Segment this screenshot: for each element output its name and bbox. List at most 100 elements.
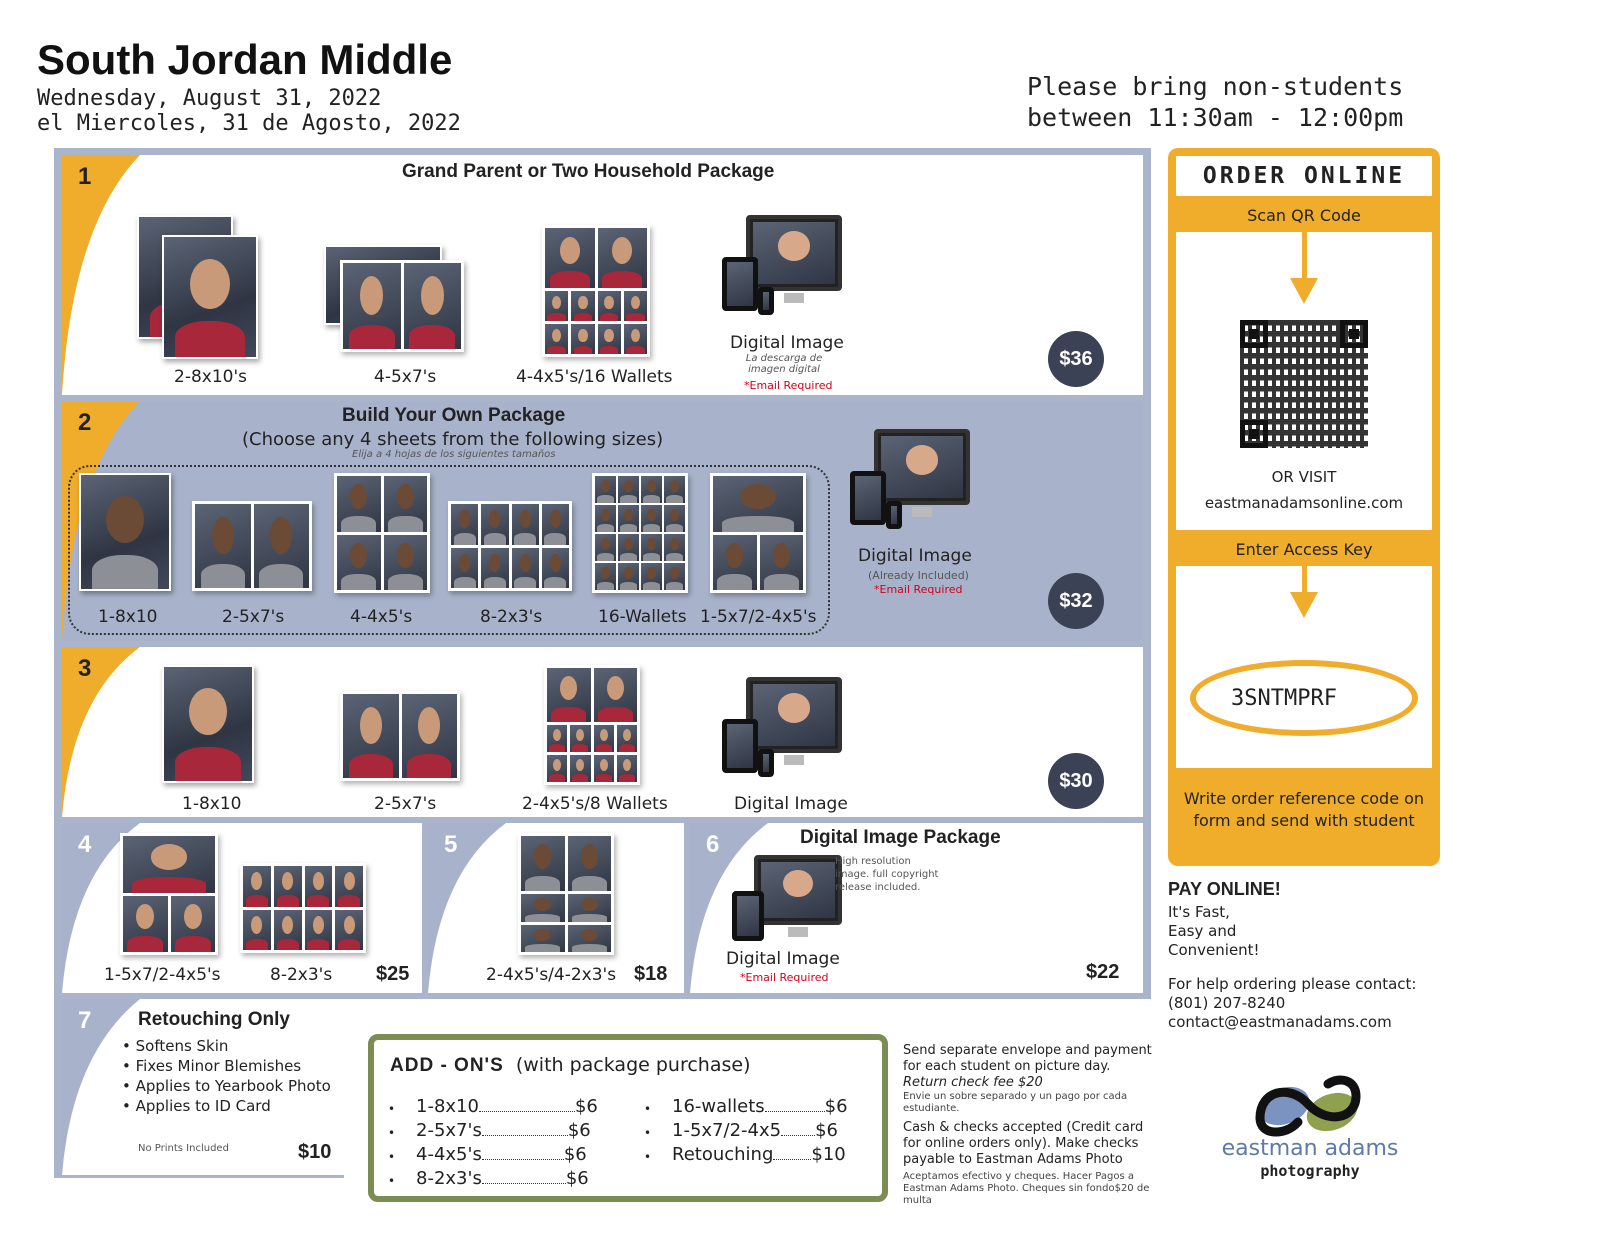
package-6-number: 6 (706, 831, 720, 858)
choice-4x5-photo (334, 473, 430, 593)
package-1-wedge (62, 155, 140, 395)
package-6-wedge (690, 823, 768, 993)
pay-online-line-1: It's Fast, (1168, 903, 1230, 921)
access-key-oval: 3SNTMPRF (1190, 660, 1418, 736)
package-5-item-1: 2-4x5's/4-2x3's (486, 965, 617, 985)
build-your-own-choices (68, 465, 830, 635)
package-2-subtitle: (Choose any 4 sheets from the following … (242, 429, 664, 450)
choice-item-1: 1-8x10 (98, 607, 158, 627)
package-6-digital-label: Digital Image (726, 949, 840, 969)
choice-item-4: 8-2x3's (480, 607, 543, 627)
pay-online-line-2: Easy and (1168, 922, 1237, 940)
addons-title: ADD - ON'S (with package purchase) (390, 1054, 751, 1076)
package-5-wedge (428, 823, 506, 993)
logo-mark-icon (1255, 1075, 1361, 1137)
photo-8x10 (162, 665, 254, 783)
package-3-price: $30 (1048, 753, 1104, 809)
down-arrow-icon (1302, 566, 1307, 596)
retouch-bullet-1: • Softens Skin (122, 1037, 229, 1055)
photo-2x3-sheet (240, 863, 366, 953)
package-4: 4 1-5x7/2-4x5's 8-2x3's $25 (62, 823, 422, 993)
package-5-price: $18 (634, 963, 668, 985)
package-1-item-4: Digital Image (730, 333, 844, 353)
write-code-instructions: Write order reference code on form and s… (1183, 789, 1425, 830)
package-5-number: 5 (444, 831, 458, 858)
order-online-box: ORDER ONLINE Scan QR Code OR VISIT eastm… (1168, 148, 1440, 866)
help-email[interactable]: contact@eastmanadams.com (1168, 1013, 1392, 1031)
website-link[interactable]: eastmanadamsonline.com (1204, 494, 1404, 512)
digital-devices-icon (732, 855, 842, 945)
package-1: 1 Grand Parent or Two Household Package … (62, 155, 1143, 395)
package-7-wedge (62, 999, 140, 1175)
retouch-bullet-2: • Fixes Minor Blemishes (122, 1057, 302, 1075)
package-7-price: $10 (298, 1141, 332, 1163)
package-2-wedge (62, 401, 140, 641)
addon-left-3: 4-4x5's$6 (416, 1144, 587, 1165)
package-2-email-required: *Email Required (874, 583, 963, 596)
package-3-item-3: 2-4x5's/8 Wallets (522, 794, 668, 814)
logo-sub: photography (1260, 1162, 1360, 1180)
package-2: 2 Build Your Own Package (Choose any 4 s… (62, 401, 1143, 641)
package-1-number: 1 (78, 163, 92, 190)
package-2-digital-sub: (Already Included) (868, 569, 969, 582)
help-phone[interactable]: (801) 207-8240 (1168, 994, 1286, 1012)
choice-combo-photo (710, 473, 806, 593)
package-4-price: $25 (376, 963, 410, 985)
retouch-bullet-4: • Applies to ID Card (122, 1097, 271, 1115)
date-spanish: el Miercoles, 31 de Agosto, 2022 (37, 111, 461, 136)
send-envelope-note: Send separate envelope and payment for e… (903, 1043, 1152, 1074)
eastman-adams-logo: eastman adams photography (1220, 1070, 1400, 1184)
package-7: 7 Retouching Only • Softens Skin • Fixes… (62, 999, 344, 1175)
qr-section: OR VISIT eastmanadamsonline.com (1176, 232, 1432, 530)
photo-4x5-wallet-sheet (544, 665, 640, 785)
choice-item-5: 16-Wallets (598, 607, 687, 627)
photo-8x10 (162, 235, 258, 359)
package-6-description: High resolution image. full copyright re… (835, 856, 939, 893)
choice-item-2: 2-5x7's (222, 607, 285, 627)
package-1-title: Grand Parent or Two Household Package (402, 161, 775, 182)
package-6-title: Digital Image Package (800, 827, 1001, 848)
photo-4x5-2x3-sheet (518, 833, 614, 955)
scan-qr-label: Scan QR Code (1247, 206, 1361, 225)
digital-devices-icon (722, 677, 842, 777)
package-3-number: 3 (78, 655, 92, 682)
enter-access-key-label: Enter Access Key (1235, 540, 1373, 559)
school-name: South Jordan Middle (37, 36, 453, 83)
package-2-title: Build Your Own Package (342, 405, 566, 426)
package-2-number: 2 (78, 409, 92, 436)
addon-left-2: 2-5x7's$6 (416, 1120, 591, 1141)
choice-item-3: 4-4x5's (350, 607, 413, 627)
send-envelope-note-es: Envie un sobre separado y un pago por ca… (903, 1091, 1128, 1114)
package-5: 5 2-4x5's/4-2x3's $18 (428, 823, 684, 993)
non-student-note-line2: between 11:30am - 12:00pm (1027, 103, 1404, 132)
package-3: 3 1-8x10 2-5x7's 2-4x5's/8 Wallets Digit… (62, 647, 1143, 817)
package-7-note: No Prints Included (138, 1143, 229, 1154)
qr-code[interactable] (1240, 320, 1368, 448)
package-7-title: Retouching Only (138, 1009, 290, 1030)
choice-2x3-photo (448, 501, 572, 591)
digital-devices-icon (722, 215, 842, 315)
addon-right-1: 16-wallets$6 (672, 1096, 848, 1117)
access-key-code: 3SNTMPRF (1231, 686, 1337, 711)
digital-devices-icon (850, 429, 970, 529)
package-1-email-required: *Email Required (744, 379, 833, 392)
package-2-digital-label: Digital Image (858, 546, 972, 566)
logo-name: eastman adams (1221, 1136, 1399, 1161)
package-3-item-4: Digital Image (734, 794, 848, 814)
package-6-email-required: *Email Required (740, 971, 829, 984)
package-1-price: $36 (1048, 331, 1104, 387)
return-check-fee: Return check fee $20 (903, 1075, 1043, 1090)
package-7-number: 7 (78, 1007, 92, 1034)
choice-8x10-photo (79, 473, 171, 591)
choice-wallets-photo (592, 473, 688, 593)
photo-5x7-sheet (340, 691, 460, 781)
package-1-item-2: 4-5x7's (374, 367, 437, 387)
addons-box: ADD - ON'S (with package purchase) • 1-8… (368, 1034, 888, 1202)
bottom-white-strip (54, 1178, 354, 1208)
package-4-item-1: 1-5x7/2-4x5's (104, 965, 221, 985)
help-contact-label: For help ordering please contact: (1168, 975, 1417, 993)
retouch-bullet-3: • Applies to Yearbook Photo (122, 1077, 331, 1095)
or-visit-label: OR VISIT (1271, 468, 1337, 486)
cash-checks-note-es: Aceptamos efectivo y cheques. Hacer Pago… (903, 1171, 1150, 1206)
cash-checks-note: Cash & checks accepted (Credit card for … (903, 1120, 1144, 1167)
